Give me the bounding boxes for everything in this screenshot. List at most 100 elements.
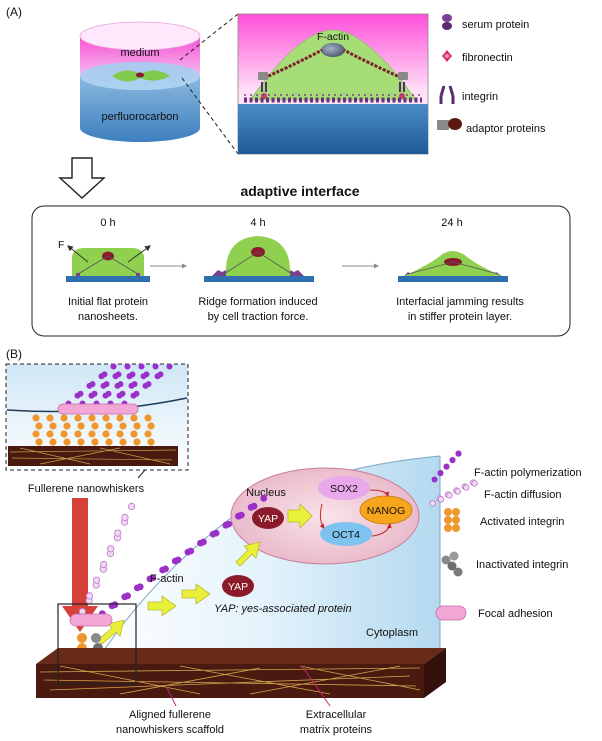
bead [46, 430, 54, 438]
bead [116, 430, 124, 438]
bead [116, 414, 124, 422]
bead [143, 371, 150, 378]
stage-time-24h: 24 h [441, 217, 462, 229]
adaptive-interface-title: adaptive interface [240, 183, 359, 199]
bead [101, 371, 108, 378]
bead [443, 463, 450, 470]
bead [449, 457, 456, 463]
bead [93, 576, 101, 584]
bead [212, 529, 220, 537]
bead [166, 363, 173, 370]
ecm-label-line1: Extracellular [306, 709, 367, 721]
zoom-guide-bottom [181, 77, 239, 155]
bead [88, 414, 96, 422]
bead [115, 371, 122, 378]
yap-nuclear-label: YAP [258, 513, 278, 525]
panel-a-tag: (A) [6, 5, 22, 19]
bead [102, 414, 110, 422]
bead [77, 390, 84, 397]
sox2-oct4-arrow-icon [319, 503, 325, 529]
legend-integrin: integrin [462, 91, 498, 103]
factin-diffusion-icon [429, 479, 478, 507]
bead [250, 502, 258, 510]
bead [149, 574, 157, 582]
bead [463, 484, 470, 491]
stage-24h-line1: Interfacial jamming results [396, 296, 524, 308]
bead [88, 430, 96, 438]
legend-serum-protein: serum protein [462, 19, 529, 31]
stage-24h-line2: in stiffer protein layer. [408, 311, 512, 323]
bead [77, 422, 85, 430]
legend-fibronectin: fibronectin [462, 52, 513, 64]
bead [46, 414, 54, 422]
bead [200, 538, 207, 546]
focal-adhesion-icon [435, 605, 467, 621]
nucleus-label: Nucleus [246, 487, 286, 499]
bead [110, 363, 117, 370]
factin-zoom-label: F-actin [317, 31, 349, 43]
legend-inactivated-integrin: Inactivated integrin [476, 559, 568, 571]
stage-0h-line2: nanosheets. [78, 311, 138, 323]
yap-cytoplasmic [222, 575, 254, 597]
stage-4h-cell [204, 236, 314, 282]
fullerene-scaffold [36, 648, 446, 698]
bead [131, 381, 138, 388]
factin-cell-label: F-actin [150, 573, 184, 585]
bead [105, 438, 113, 446]
bead [130, 414, 138, 422]
bead [91, 422, 99, 430]
stage-time-4h: 4 h [250, 217, 265, 229]
bead [437, 496, 445, 503]
bead [63, 438, 71, 446]
bead [91, 390, 98, 397]
legend-panel-a [437, 14, 462, 130]
bead [121, 513, 129, 522]
bead [111, 601, 119, 609]
bead [145, 381, 152, 388]
serum-protein-icon [442, 14, 452, 30]
bead [117, 381, 124, 388]
culture-dish-cylinder [79, 21, 201, 142]
bead [60, 430, 68, 438]
sox2-label: SOX2 [330, 483, 358, 495]
bead [32, 414, 40, 422]
bead [454, 488, 461, 495]
stage-4h-line2: by cell traction force. [208, 311, 309, 323]
yap-cytoplasmic-label: YAP [228, 581, 248, 593]
bead [130, 430, 138, 438]
force-arrow-right [127, 245, 151, 263]
bead [455, 450, 462, 457]
bead [100, 560, 108, 569]
bead [437, 470, 444, 476]
bead [114, 529, 122, 537]
bead [431, 476, 438, 483]
bead [152, 363, 159, 370]
bead [74, 430, 82, 438]
bead [32, 430, 40, 438]
focal-adhesion-zoom-box [57, 603, 137, 685]
oct4-label: OCT4 [332, 529, 360, 541]
bead [133, 390, 140, 397]
bead [147, 438, 155, 446]
stage-0h-cell [66, 245, 151, 282]
bead [124, 363, 131, 370]
bead [63, 422, 71, 430]
yap-definition: YAP: yes-associated protein [214, 603, 352, 615]
activated-integrin-icon [444, 508, 460, 532]
bead [103, 381, 110, 388]
factin-diffusion-chain [78, 502, 136, 616]
bead [136, 583, 144, 591]
bead [49, 422, 57, 430]
bead [119, 422, 127, 430]
interface-zoom-inset [237, 13, 429, 155]
yap-nuclear [252, 507, 284, 529]
bead [162, 565, 169, 573]
sox2-node [318, 476, 370, 500]
stage-time-0h: 0 h [100, 217, 115, 229]
bead [446, 492, 453, 499]
zoom-guide-top [179, 13, 239, 61]
bead [35, 422, 43, 430]
cytoplasm-label: Cytoplasm [366, 627, 418, 639]
bead [77, 438, 85, 446]
